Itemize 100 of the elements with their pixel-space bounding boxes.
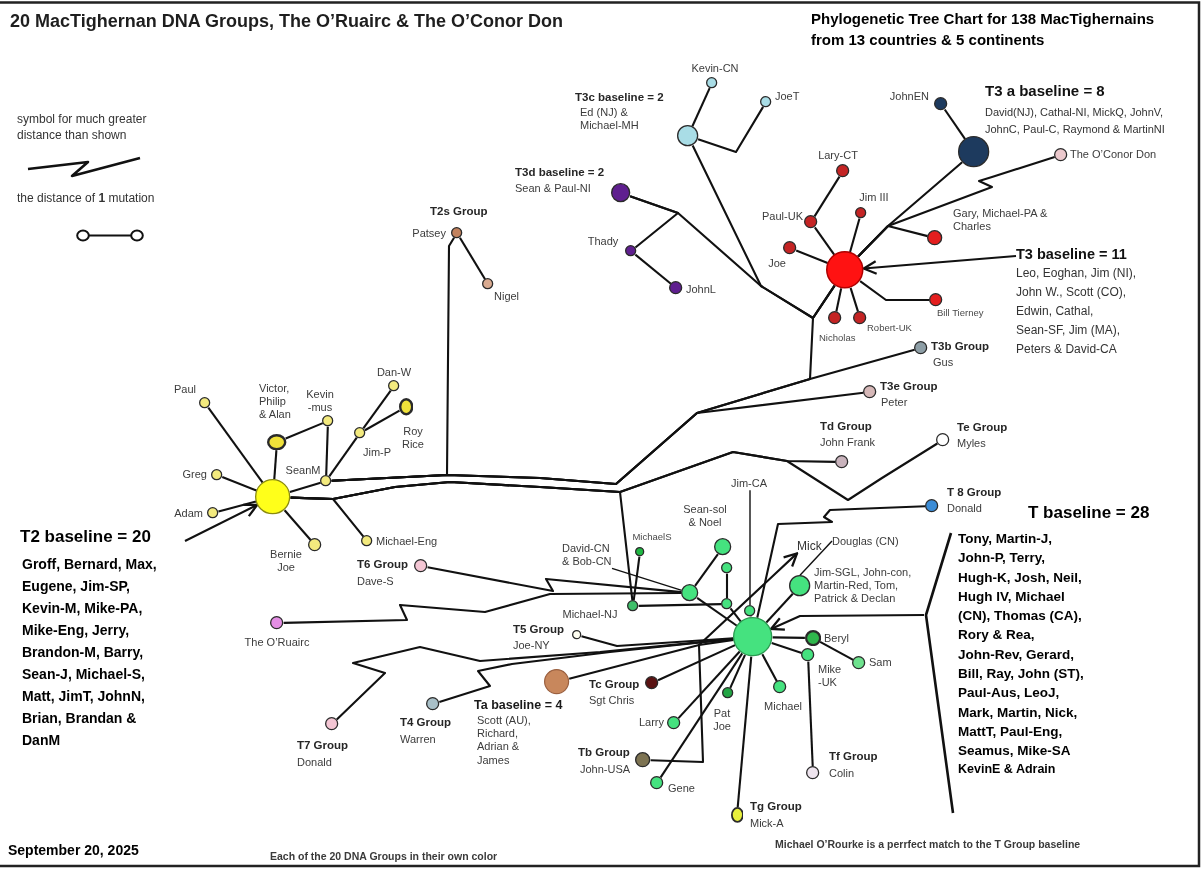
group-label: T3c baseline = 2 <box>575 91 664 105</box>
node-circle <box>426 697 440 711</box>
branch-line <box>943 108 966 140</box>
name-label: Gary, Michael-PA & Charles <box>953 207 1049 234</box>
branch-line <box>362 389 392 430</box>
footnote: Each of the 20 DNA Groups in their own color <box>270 850 498 863</box>
branch-line <box>697 106 764 154</box>
node-circle <box>1054 148 1068 162</box>
name-label: Thady <box>587 235 619 249</box>
name-label: The O’Conor Don <box>1070 148 1157 162</box>
name-label: Bill Tierney <box>937 307 984 319</box>
node-circle <box>677 125 699 147</box>
name-label: Colin <box>829 767 855 781</box>
name-label: The O’Ruairc <box>244 636 310 650</box>
branch-line <box>849 287 860 312</box>
node-circle <box>835 455 849 469</box>
node-circle <box>667 716 681 730</box>
branch-line <box>772 636 805 639</box>
name-label: Paul-UK <box>762 210 803 224</box>
branch-line <box>819 640 854 661</box>
name-label: Gus <box>933 356 954 370</box>
node-circle <box>927 230 943 246</box>
node-circle <box>760 96 772 108</box>
name-label: Mick-A <box>750 817 784 831</box>
name-label: Mick <box>797 539 822 554</box>
node-circle <box>836 164 850 178</box>
group-label: T3d baseline = 2 <box>515 166 605 180</box>
legend-text: symbol for much greater distance than shown <box>17 112 148 144</box>
node-circle <box>211 469 223 481</box>
name-label: Greg <box>182 468 207 482</box>
name-label: Peter <box>881 396 908 410</box>
group-label: T5 Group <box>513 623 565 637</box>
node-circle <box>635 547 645 557</box>
node-circle <box>744 605 756 617</box>
arrow <box>769 613 924 631</box>
date-label: September 20, 2025 <box>8 842 139 859</box>
node-circle <box>572 630 582 640</box>
node-circle <box>669 281 683 295</box>
branch-line <box>657 644 736 682</box>
branch-line <box>427 566 682 594</box>
name-label: Dan-W <box>376 366 412 380</box>
node-circle <box>482 278 494 290</box>
branch-line <box>285 422 324 440</box>
name-label: Jim-CA <box>731 477 768 491</box>
baseline-heading: T baseline = 28 <box>1028 503 1150 523</box>
member-list: David(NJ), Cathal-NI, MickQ, JohnV, JohnC, Paul-C, Raymond & MartinNI <box>985 104 1193 139</box>
node-circle <box>388 380 400 392</box>
node-circle <box>722 687 734 699</box>
branch-line <box>765 593 794 624</box>
node-circle <box>721 598 733 610</box>
leader-line <box>749 489 751 607</box>
name-label: Robert-UK <box>867 322 912 334</box>
name-label: Joe-NY <box>513 639 550 653</box>
branch-line <box>813 176 841 217</box>
name-label: Ed (NJ) & Michael-MH <box>580 106 640 133</box>
name-label: MichaelS <box>632 531 672 543</box>
node-circle <box>721 562 733 574</box>
group-label: Tg Group <box>750 800 802 814</box>
member-list: Tony, Martin-J, John-P, Terry, Hugh-K, Josh, Neil, Hugh IV, Michael (CN), Thomas (CA), Rory & Rea, John-Rev, Gerard, Bill, Ray, John (ST), Paul-Aus, LeoJ, Mark, Martin, Nick, MattT, Paul-Eng, Seamus, Mike-SA <box>958 529 1086 761</box>
footnote: Michael O’Rourke is a perrfect match to the T Group baseline <box>775 838 1081 851</box>
group-label: Te Group <box>957 421 1008 435</box>
name-label: Donald <box>947 502 982 516</box>
name-label: Beryl <box>824 632 850 646</box>
node-circle <box>451 227 463 239</box>
name-label: Patsey <box>412 227 446 241</box>
branch-line <box>761 653 778 682</box>
branch-line <box>283 592 682 624</box>
name-label: Mike -UK <box>818 663 843 690</box>
name-label: Michael-Eng <box>376 535 438 549</box>
name-label: Nicholas <box>819 332 856 344</box>
node-circle <box>853 311 867 325</box>
branch-line <box>568 638 734 680</box>
node-circle <box>934 97 948 111</box>
name-label: John-USA <box>580 763 631 777</box>
node-circle <box>414 559 428 573</box>
name-label: Kevin-CN <box>691 62 739 76</box>
name-label: Donald <box>297 756 332 770</box>
baseline-heading: T2 baseline = 20 <box>20 527 151 547</box>
name-label: Roy Rice <box>401 425 425 452</box>
name-label: Dave-S <box>357 575 394 589</box>
branch-line <box>729 654 746 689</box>
node-circle <box>361 535 373 547</box>
node-circle <box>852 656 866 670</box>
branch-line <box>696 597 738 627</box>
node-circle <box>804 215 818 229</box>
branch-line <box>736 656 753 808</box>
name-label: Douglas (CN) <box>832 535 899 549</box>
legend-text: the distance of 1 mutation <box>17 191 155 207</box>
name-label: Adam <box>174 507 203 521</box>
name-label: Jim-P <box>362 446 392 460</box>
node-circle <box>806 766 820 780</box>
leader-line <box>611 567 683 592</box>
group-label: T 8 Group <box>947 486 1002 500</box>
node-circle <box>706 77 718 89</box>
name-label: Paul <box>174 383 196 397</box>
node-circle <box>650 776 664 790</box>
branch-line <box>857 156 1055 258</box>
chart-heading: Phylogenetic Tree Chart for 138 MacTighernains from 13 countries & 5 continents <box>811 9 1156 50</box>
node-circle <box>627 600 639 612</box>
name-label: Myles <box>957 437 986 451</box>
